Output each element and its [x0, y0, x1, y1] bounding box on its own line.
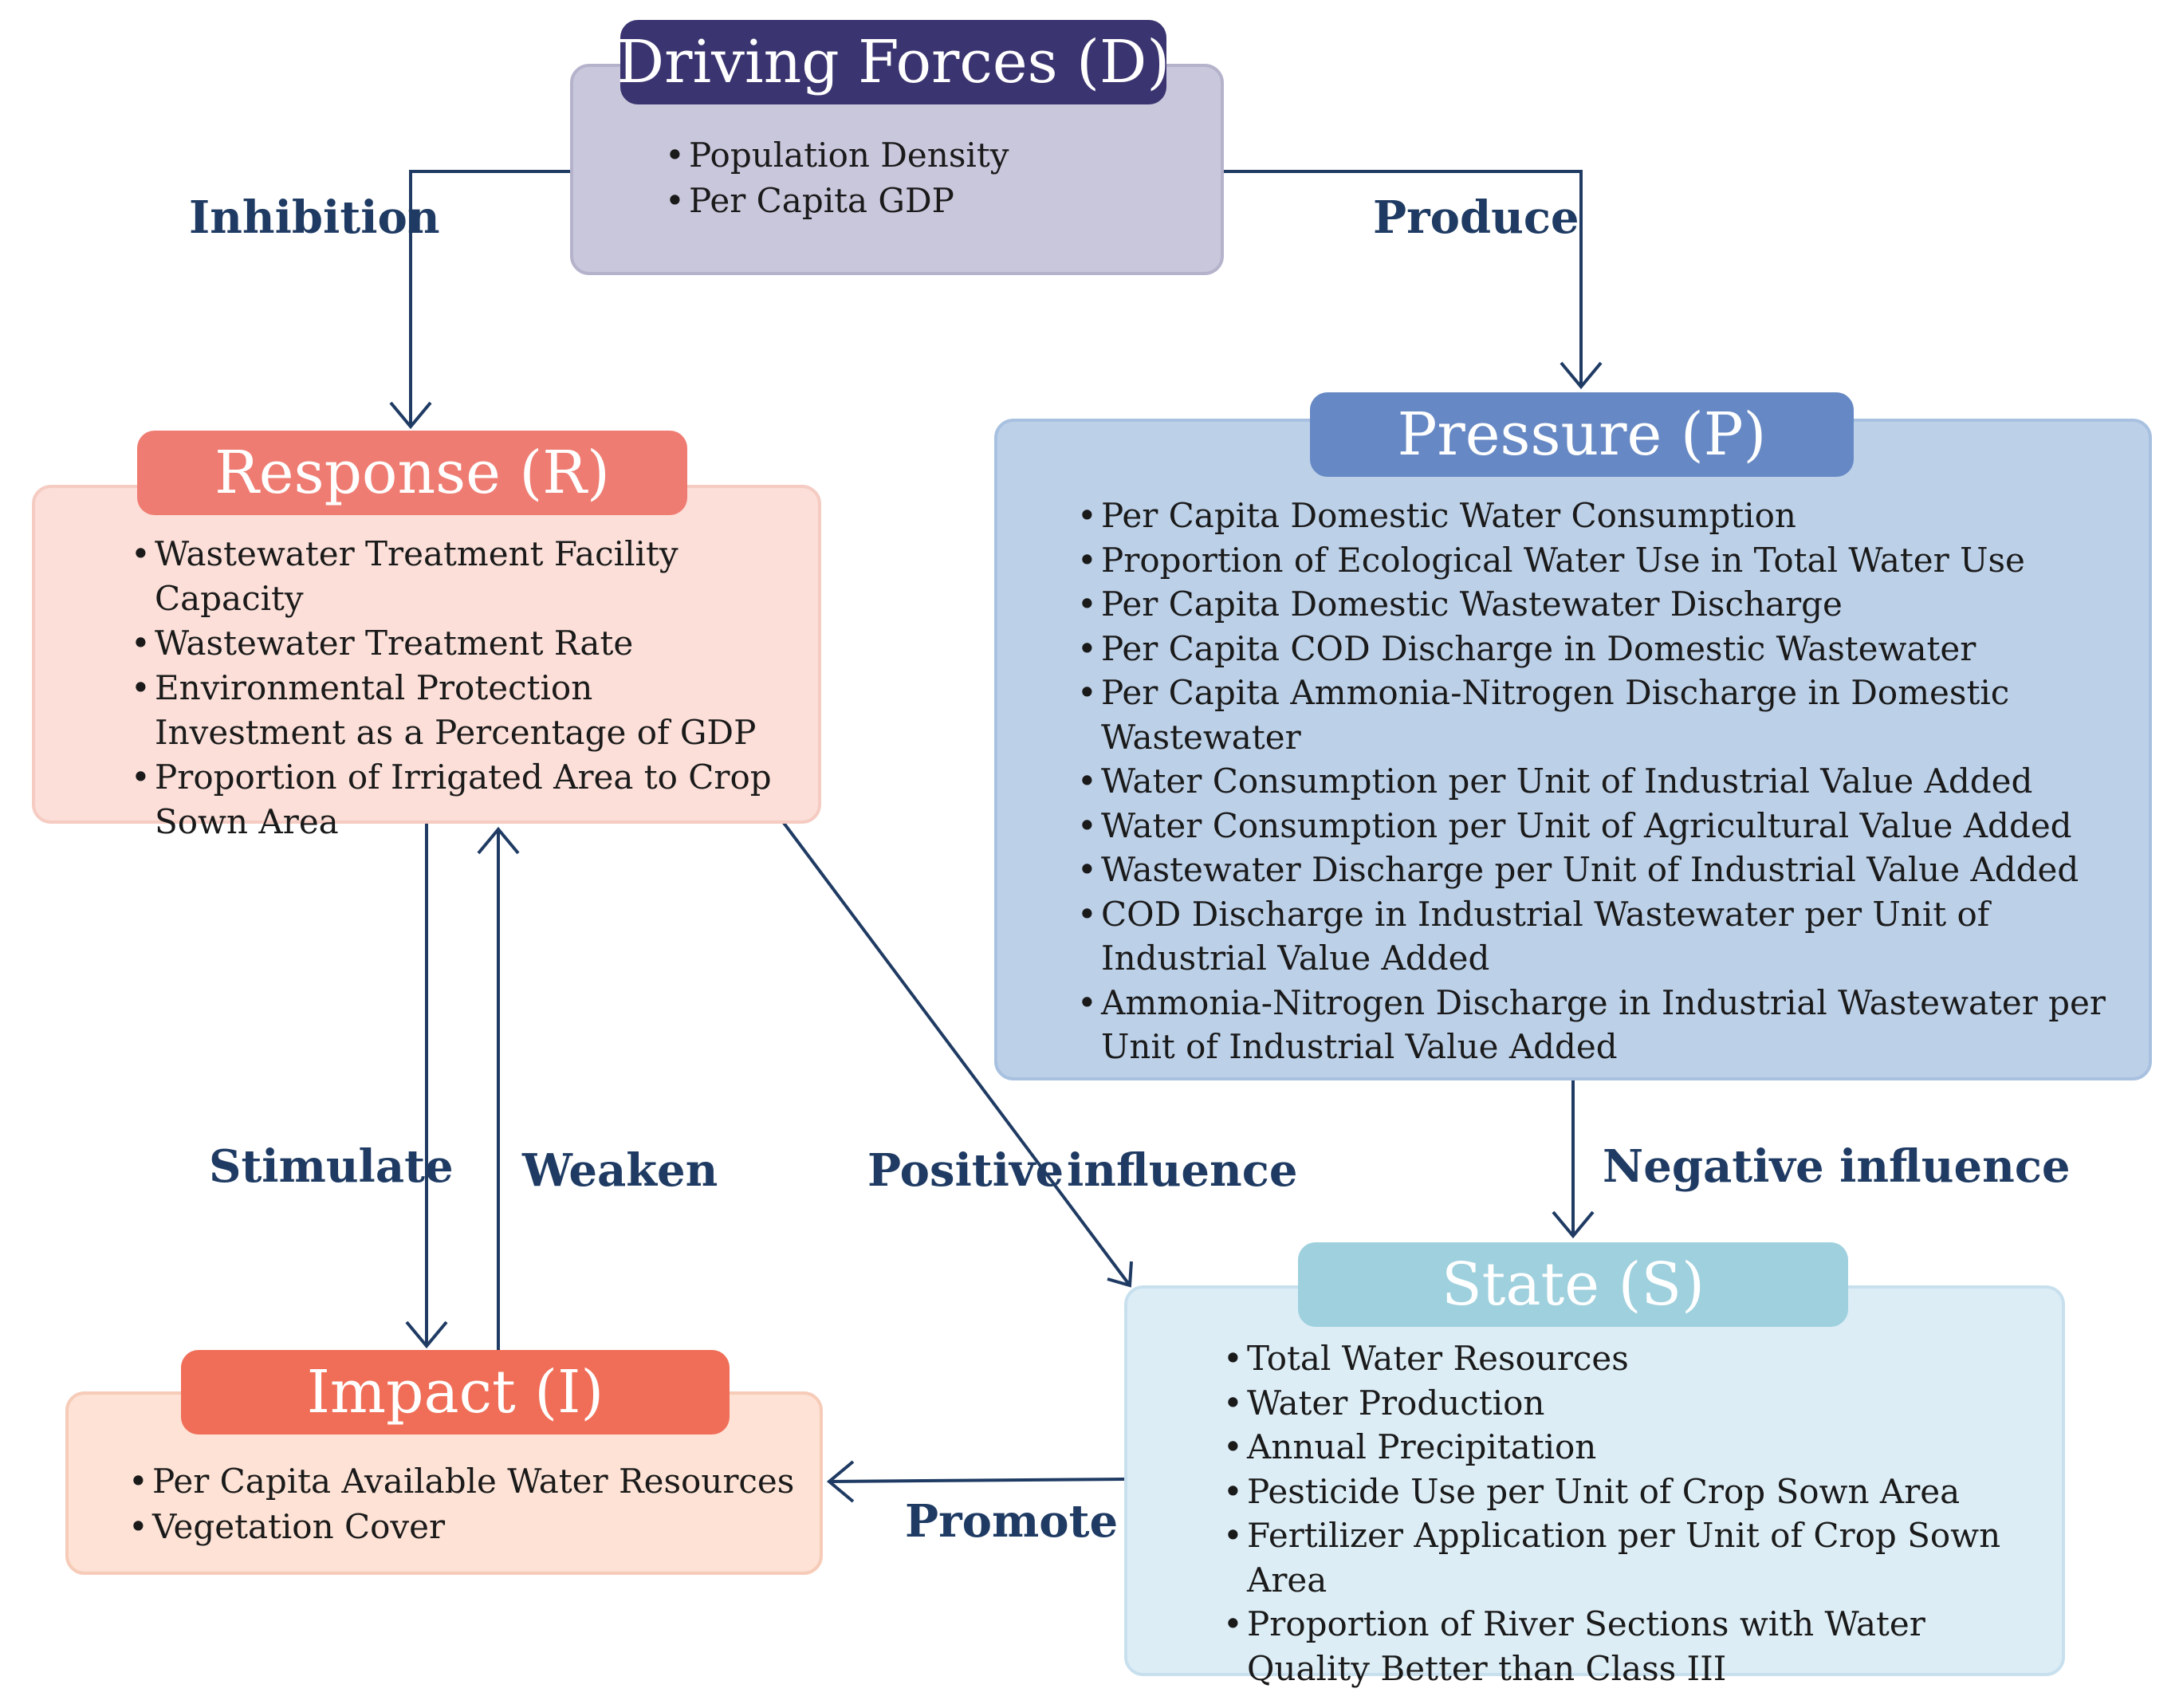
promote-label: Promote	[905, 1495, 1119, 1548]
driving-forces-list: Population Density Per Capita GDP	[665, 132, 1009, 223]
list-item: Total Water Resources	[1223, 1336, 2052, 1381]
state-box: Total Water Resources Water Production A…	[1124, 1285, 2065, 1688]
list-item: Proportion of Irrigated Area to Crop Sow…	[131, 755, 793, 844]
list-item: Fertilizer Application per Unit of Crop …	[1223, 1513, 2052, 1602]
inhibition-label: Inhibition	[189, 191, 440, 244]
influence-label: influence	[1067, 1144, 1298, 1197]
list-item: Per Capita GDP	[665, 178, 1009, 223]
arrow-promote	[828, 1478, 1125, 1483]
response-box: Wastewater Treatment Facility Capacity W…	[32, 485, 821, 841]
list-item: Wastewater Discharge per Unit of Industr…	[1077, 848, 2138, 892]
list-item: Annual Precipitation	[1223, 1425, 2052, 1470]
list-item: Population Density	[665, 132, 1009, 178]
list-item: Water Consumption per Unit of Industrial…	[1077, 759, 2138, 804]
positive-label: Positive	[867, 1144, 1064, 1197]
list-item: Wastewater Treatment Facility Capacity	[131, 532, 793, 621]
impact-list: Per Capita Available Water Resources Veg…	[128, 1458, 794, 1549]
list-item: Per Capita Domestic Wastewater Discharge	[1077, 582, 2138, 627]
impact-title: Impact (I)	[181, 1350, 730, 1434]
state-title: State (S)	[1298, 1242, 1848, 1327]
negative-influence-label: Negative influence	[1603, 1140, 2071, 1193]
response-list: Wastewater Treatment Facility Capacity W…	[131, 532, 793, 844]
list-item: Ammonia-Nitrogen Discharge in Industrial…	[1077, 981, 2138, 1069]
produce-label: Produce	[1373, 191, 1579, 244]
driving-forces-title: Driving Forces (D)	[617, 20, 1170, 104]
pressure-title: Pressure (P)	[1310, 392, 1854, 477]
list-item: Water Consumption per Unit of Agricultur…	[1077, 804, 2138, 848]
list-item: Proportion of River Sections with Water …	[1223, 1602, 2052, 1690]
list-item: Wastewater Treatment Rate	[131, 621, 793, 666]
list-item: Proportion of Ecological Water Use in To…	[1077, 538, 2138, 583]
list-item: Water Production	[1223, 1381, 2052, 1426]
list-item: Per Capita Ammonia-Nitrogen Discharge in…	[1077, 671, 2138, 759]
list-item: Environmental Protection Investment as a…	[131, 666, 793, 755]
arrow-positive-influence	[780, 818, 1131, 1287]
weaken-label: Weaken	[522, 1144, 718, 1197]
pressure-box: Per Capita Domestic Water Consumption Pr…	[994, 419, 2152, 1080]
list-item: Pesticide Use per Unit of Crop Sown Area	[1223, 1470, 2052, 1514]
arrow-inhibition	[409, 170, 570, 427]
response-title: Response (R)	[137, 431, 687, 515]
arrow-produce	[1224, 170, 1583, 387]
list-item: COD Discharge in Industrial Wastewater p…	[1077, 892, 2138, 981]
list-item: Per Capita Available Water Resources	[128, 1458, 794, 1504]
list-item: Per Capita Domestic Water Consumption	[1077, 494, 2138, 538]
list-item: Vegetation Cover	[128, 1504, 794, 1549]
stimulate-label: Stimulate	[209, 1140, 454, 1193]
pressure-list: Per Capita Domestic Water Consumption Pr…	[1077, 494, 2138, 1069]
list-item: Per Capita COD Discharge in Domestic Was…	[1077, 627, 2138, 671]
state-list: Total Water Resources Water Production A…	[1223, 1336, 2052, 1690]
